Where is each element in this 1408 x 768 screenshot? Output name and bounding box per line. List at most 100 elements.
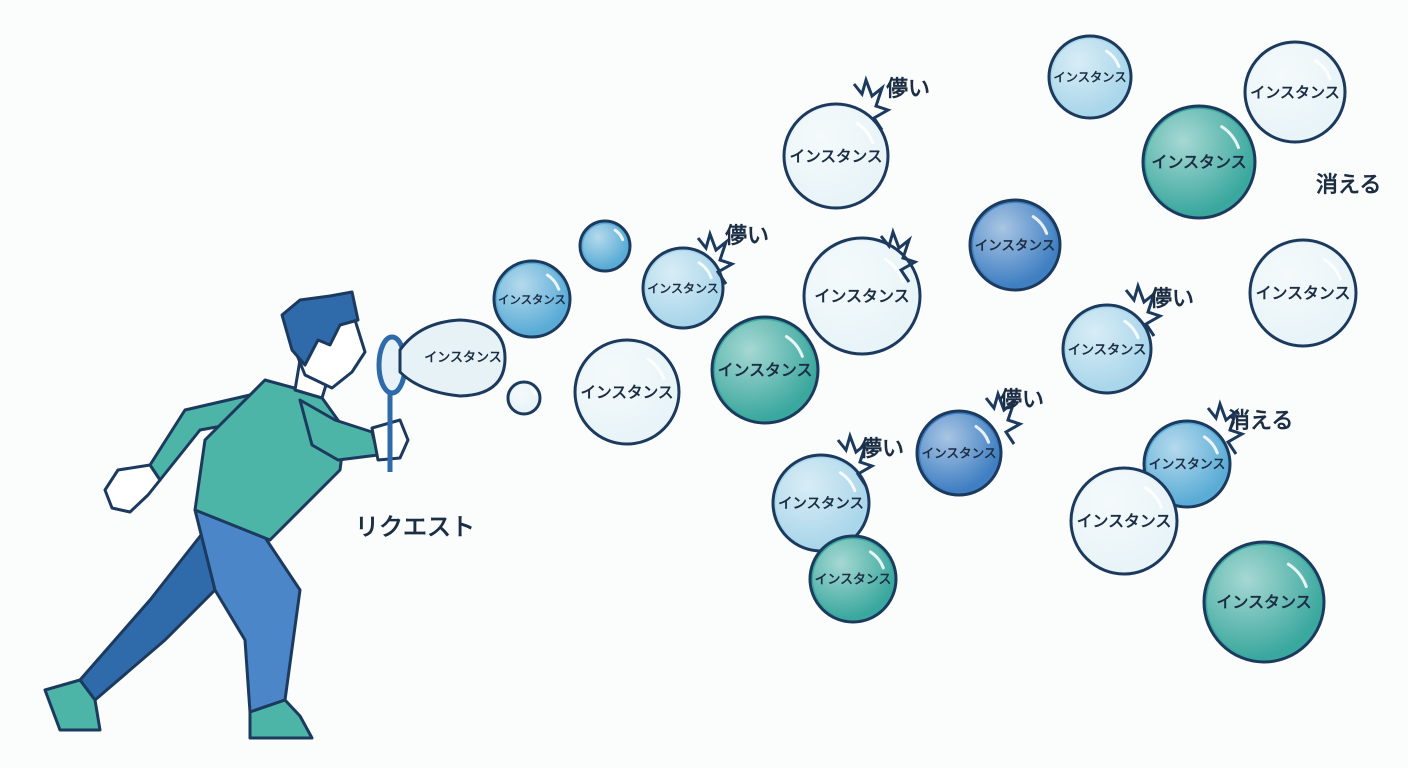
- vanish-label-2: 消える: [1228, 409, 1293, 434]
- instance-bubble: [506, 380, 542, 416]
- instance-bubble: インスタンス: [1202, 540, 1326, 664]
- pop-burst-icon: [984, 389, 1024, 445]
- bubble-highlight: [1143, 486, 1163, 509]
- instance-label: インスタンス: [790, 148, 883, 166]
- instance-label: インスタンス: [778, 495, 864, 512]
- instance-bubble: インスタンス: [808, 534, 898, 624]
- bubble-highlight: [1123, 319, 1140, 340]
- pop-burst-line: [984, 389, 1024, 445]
- instance-bubble: インスタンス: [573, 338, 681, 446]
- bubble-highlight: [784, 335, 804, 358]
- instance-bubble: インスタンス: [1142, 419, 1232, 509]
- instance-label: インスタンス: [718, 361, 813, 380]
- fragile-label-2: 儚い: [725, 224, 769, 249]
- fragile-label-3: 儚い: [1150, 287, 1194, 312]
- instance-bubble: インスタンス: [782, 102, 890, 210]
- bubble-highlight: [974, 424, 991, 444]
- instance-bubble: インスタンス: [1069, 466, 1179, 576]
- pop-burst-line: [696, 229, 736, 285]
- bubble-highlight: [1105, 49, 1121, 68]
- bubble-highlight: [1202, 435, 1219, 455]
- bubble-shine: [1146, 109, 1252, 215]
- bubble-highlight: [1322, 258, 1342, 281]
- bubble-shine: [646, 251, 720, 325]
- pop-burst-line: [836, 431, 876, 487]
- bubble-highlight: [613, 228, 625, 242]
- bubble-shine: [583, 224, 627, 268]
- bubble-highlight: [1313, 58, 1332, 81]
- bubble-highlight: [545, 273, 561, 291]
- bubble-shine: [973, 203, 1057, 287]
- bubble-highlight: [884, 257, 905, 283]
- request-label: リクエスト: [355, 513, 475, 541]
- instance-label: インスタンス: [1216, 593, 1311, 612]
- instance-label: インスタンス: [1250, 84, 1339, 102]
- instance-label: インスタンス: [1256, 284, 1351, 303]
- bubble-highlight: [1031, 215, 1049, 235]
- bubble-highlight: [855, 121, 875, 145]
- bubble-shine: [1207, 545, 1321, 659]
- instance-label: インスタンス: [975, 238, 1055, 254]
- instance-bubble: インスタンス: [1047, 34, 1133, 120]
- instance-bubble: インスタンス: [968, 198, 1062, 292]
- bubble-shine: [1066, 308, 1148, 390]
- bubble-highlight: [646, 357, 666, 381]
- pop-burst-icon: [879, 227, 919, 283]
- instance-label: インスタンス: [498, 293, 566, 307]
- instance-label: インスタンス: [1053, 71, 1126, 85]
- instance-label: インスタンス: [581, 384, 674, 402]
- pop-burst-icon: [1124, 281, 1164, 337]
- pop-burst-line: [852, 75, 892, 131]
- instance-bubble: インスタンス: [1248, 238, 1358, 348]
- pop-burst-line: [879, 227, 919, 283]
- instance-bubble: インスタンス: [802, 236, 922, 356]
- instance-label: インスタンス: [814, 287, 909, 306]
- pop-burst-line: [1124, 281, 1164, 337]
- bubble-shine: [776, 458, 866, 548]
- bubble-shine: [511, 385, 537, 411]
- instance-label: インスタンス: [1149, 458, 1226, 473]
- pop-bursts: [696, 75, 1246, 487]
- bubble-highlight: [838, 471, 857, 493]
- instance-label: インスタンス: [1151, 153, 1246, 172]
- pop-burst-icon: [1206, 399, 1246, 455]
- bubble-shine: [497, 264, 567, 334]
- instance-label: インスタンス: [424, 351, 501, 366]
- bubble-highlight: [528, 386, 537, 396]
- fragile-label-4: 儚い: [1000, 388, 1044, 413]
- bubble-shine: [1147, 424, 1227, 504]
- pop-burst-icon: [696, 229, 736, 285]
- bubble-shine: [807, 241, 917, 351]
- bubble-shine: [1248, 45, 1342, 139]
- bubble-shine: [1074, 471, 1174, 571]
- instance-bubble: インスタンス: [771, 453, 871, 553]
- bubble-shine: [787, 107, 885, 205]
- bubble-highlight: [1286, 562, 1308, 589]
- instance-label: インスタンス: [1068, 342, 1147, 358]
- bubble-shine: [1253, 243, 1353, 343]
- fragile-label-5: 儚い: [860, 437, 904, 462]
- instance-bubble: インスタンス: [915, 409, 1003, 497]
- instance-bubble: インスタンス: [1141, 104, 1257, 220]
- instance-bubble: インスタンス: [1243, 40, 1347, 144]
- instance-label: インスタンス: [815, 573, 892, 588]
- instance-bubble-wand: インスタンス: [398, 318, 507, 398]
- bubble-shine: [715, 320, 815, 420]
- instance-bubble: インスタンス: [492, 259, 572, 339]
- instance-label: インスタンス: [1077, 512, 1172, 531]
- fragile-label-1: 儚い: [886, 77, 930, 102]
- instance-label: インスタンス: [921, 446, 996, 461]
- pop-burst-icon: [836, 431, 876, 487]
- bubble-highlight: [697, 261, 713, 280]
- instance-bubble: インスタンス: [710, 315, 820, 425]
- bubble-highlight: [1220, 125, 1240, 150]
- instance-bubble: インスタンス: [1061, 303, 1153, 395]
- pop-burst-line: [1206, 399, 1246, 455]
- instance-label: インスタンス: [647, 282, 719, 296]
- bubble-shine: [813, 539, 893, 619]
- bubble-highlight: [868, 550, 885, 570]
- pop-burst-icon: [852, 75, 892, 131]
- bubble-shine: [920, 414, 998, 492]
